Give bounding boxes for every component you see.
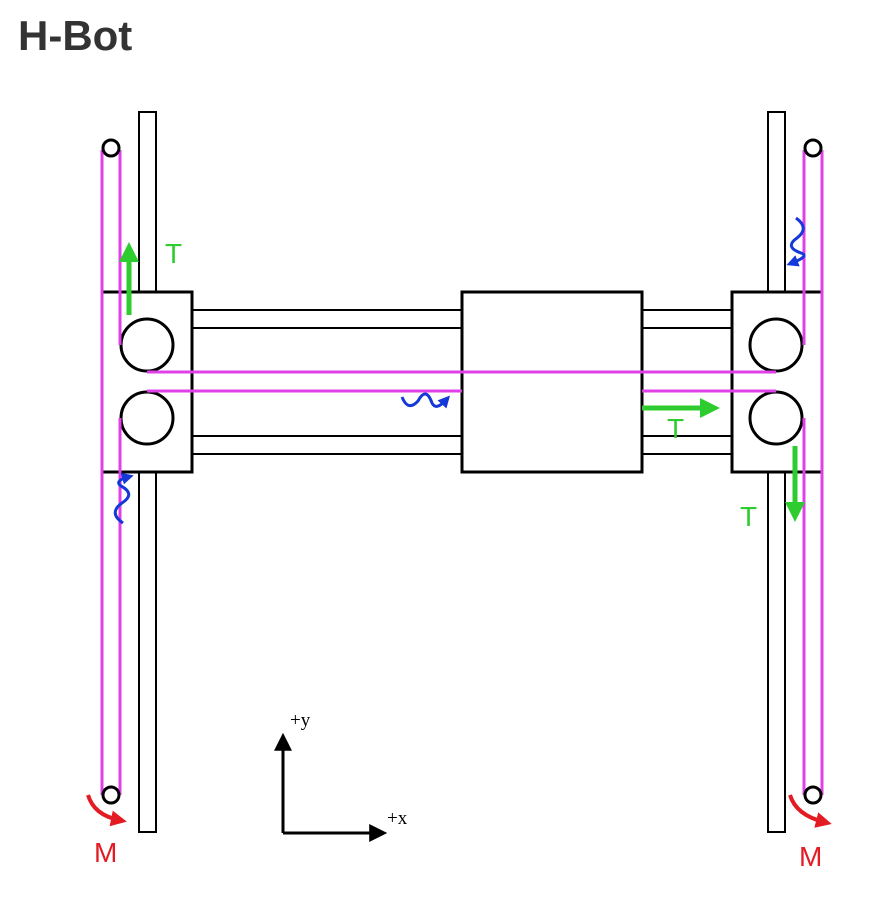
- end-pulleys: [101, 138, 823, 805]
- right-lower-pulley: [748, 390, 804, 446]
- tension-label-left: T: [165, 238, 182, 269]
- left-lower-pulley: [119, 390, 175, 446]
- axis-y-label: +y: [290, 710, 311, 731]
- idler-top-right: [803, 138, 823, 158]
- motor-arrow-right: [788, 794, 832, 828]
- cross-rail-top-left: [191, 309, 463, 329]
- belt: [100, 150, 824, 795]
- cross-rail-bottom-right: [641, 435, 733, 455]
- carriage-pulleys: [119, 317, 804, 446]
- left-upper-pulley: [119, 317, 175, 373]
- tension-label-right: T: [740, 501, 757, 532]
- motor-pulley-right: [803, 785, 823, 805]
- tension-label-center: T: [667, 413, 684, 444]
- cross-rail-bottom-left: [191, 435, 463, 455]
- page-title: H-Bot: [18, 12, 133, 59]
- coordinate-axes: +y +x: [274, 710, 408, 842]
- idler-top-left: [101, 138, 121, 158]
- center-carriage: [460, 290, 644, 474]
- cross-rail-top-right: [641, 309, 733, 329]
- friction-squiggle-left: [113, 472, 134, 525]
- motor-label-right: M: [799, 841, 822, 872]
- motor-pulley-left: [101, 785, 121, 805]
- motor-label-left: M: [94, 837, 117, 868]
- axis-x-label: +x: [387, 808, 408, 829]
- motor-arrow-left: [86, 794, 127, 827]
- right-upper-pulley: [748, 317, 804, 373]
- friction-squiggle-center: [400, 392, 451, 409]
- friction-squiggle-right: [786, 216, 806, 267]
